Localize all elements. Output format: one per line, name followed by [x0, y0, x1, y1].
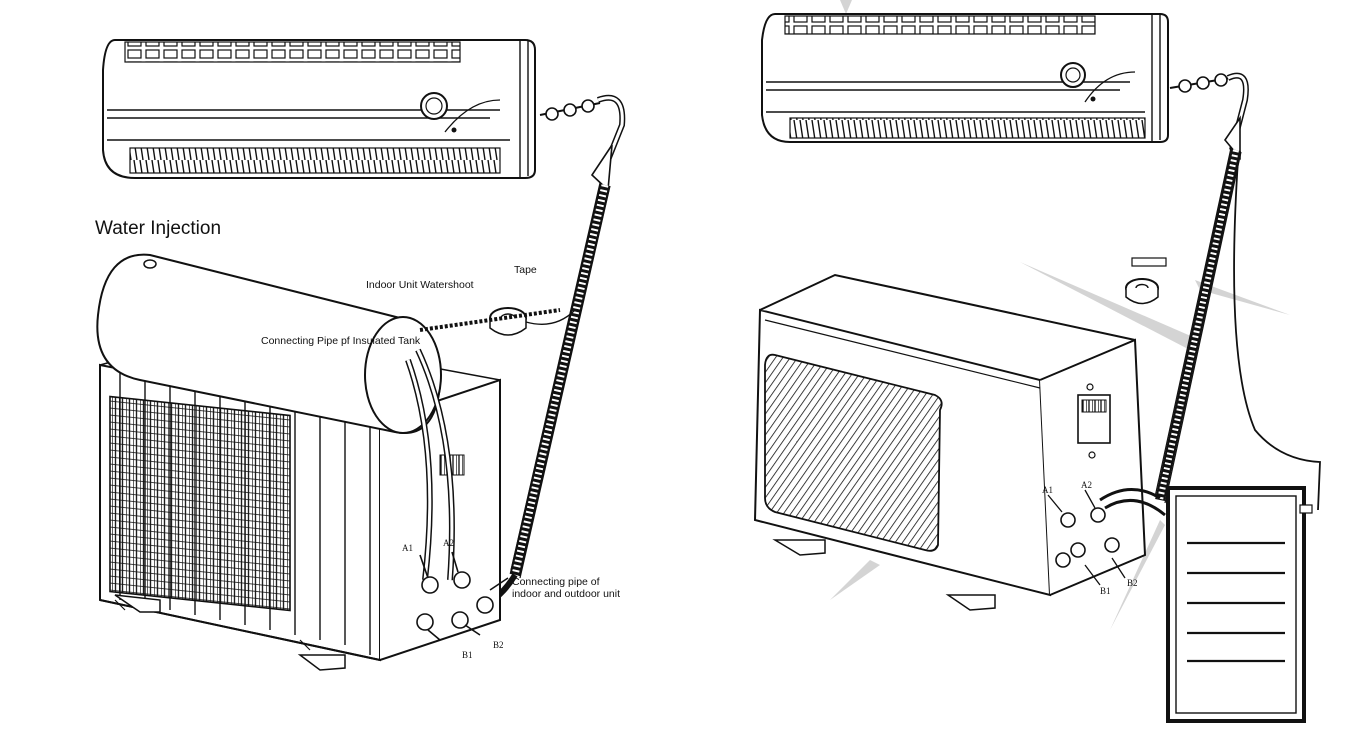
- right-pipe-run: [1154, 72, 1321, 511]
- left-valve-b1-label: B1: [462, 650, 473, 660]
- right-valve-b1-label: B1: [1100, 586, 1111, 596]
- right-indoor-unit: [761, 13, 1169, 143]
- connecting-pipe-units-line2: indoor and outdoor unit: [512, 588, 620, 600]
- connecting-pipe-tank-label: Connecting Pipe pf Insulated Tank: [261, 335, 421, 347]
- right-solar-panel: [1166, 486, 1313, 723]
- right-valve-a1-label: A1: [1042, 485, 1053, 495]
- water-injection-label: Water Injection: [95, 218, 222, 239]
- right-valves: [1047, 488, 1166, 586]
- left-outdoor-unit: [99, 329, 501, 671]
- right-glare: [830, 0, 1290, 630]
- connecting-pipe-units-line1: Connecting pipe of: [512, 576, 600, 588]
- left-valves: [416, 551, 509, 641]
- right-valve-b2-label: B2: [1127, 578, 1138, 588]
- tape-label: Tape: [514, 264, 537, 276]
- left-water-tank: [96, 253, 561, 581]
- right-tape-roll: [1125, 257, 1167, 305]
- left-valve-a1-label: A1: [402, 543, 413, 553]
- left-indoor-unit: [102, 39, 536, 179]
- right-outdoor-unit: [753, 273, 1147, 611]
- left-valve-a2-label: A2: [443, 538, 454, 548]
- right-valve-a2-label: A2: [1081, 480, 1092, 490]
- left-tape-roll: [489, 307, 576, 336]
- left-valve-b2-label: B2: [493, 640, 504, 650]
- indoor-unit-watershoot-label: Indoor Unit Watershoot: [366, 279, 474, 291]
